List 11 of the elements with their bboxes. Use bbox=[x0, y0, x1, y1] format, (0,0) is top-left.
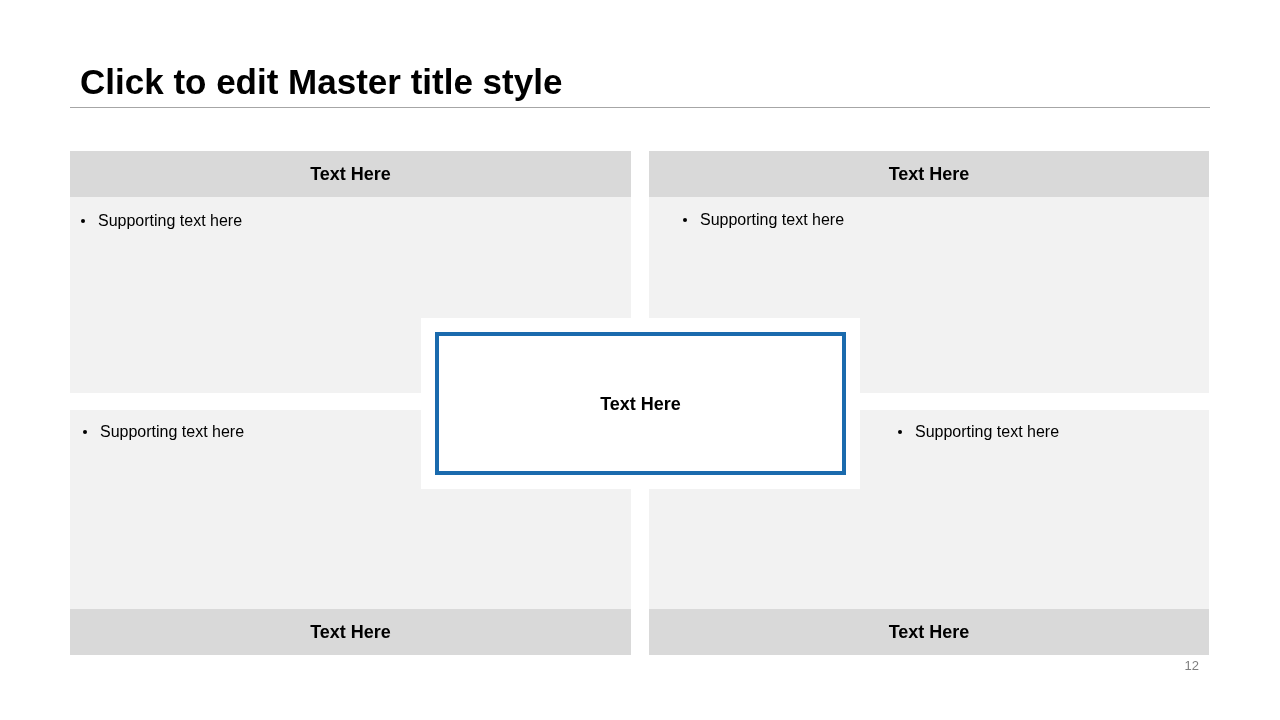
panel-heading: Text Here bbox=[70, 609, 631, 655]
panel-heading: Text Here bbox=[649, 609, 1209, 655]
supporting-text: Supporting text here bbox=[98, 212, 243, 230]
supporting-text: Supporting text here bbox=[700, 211, 845, 229]
center-heading: Text Here bbox=[600, 392, 681, 415]
slide-title: Click to edit Master title style bbox=[80, 61, 563, 103]
supporting-text: Supporting text here bbox=[915, 423, 1060, 441]
panel-heading: Text Here bbox=[70, 151, 631, 197]
panel-heading: Text Here bbox=[649, 151, 1209, 197]
page-number: 12 bbox=[1184, 658, 1199, 674]
supporting-text: Supporting text here bbox=[100, 423, 245, 441]
